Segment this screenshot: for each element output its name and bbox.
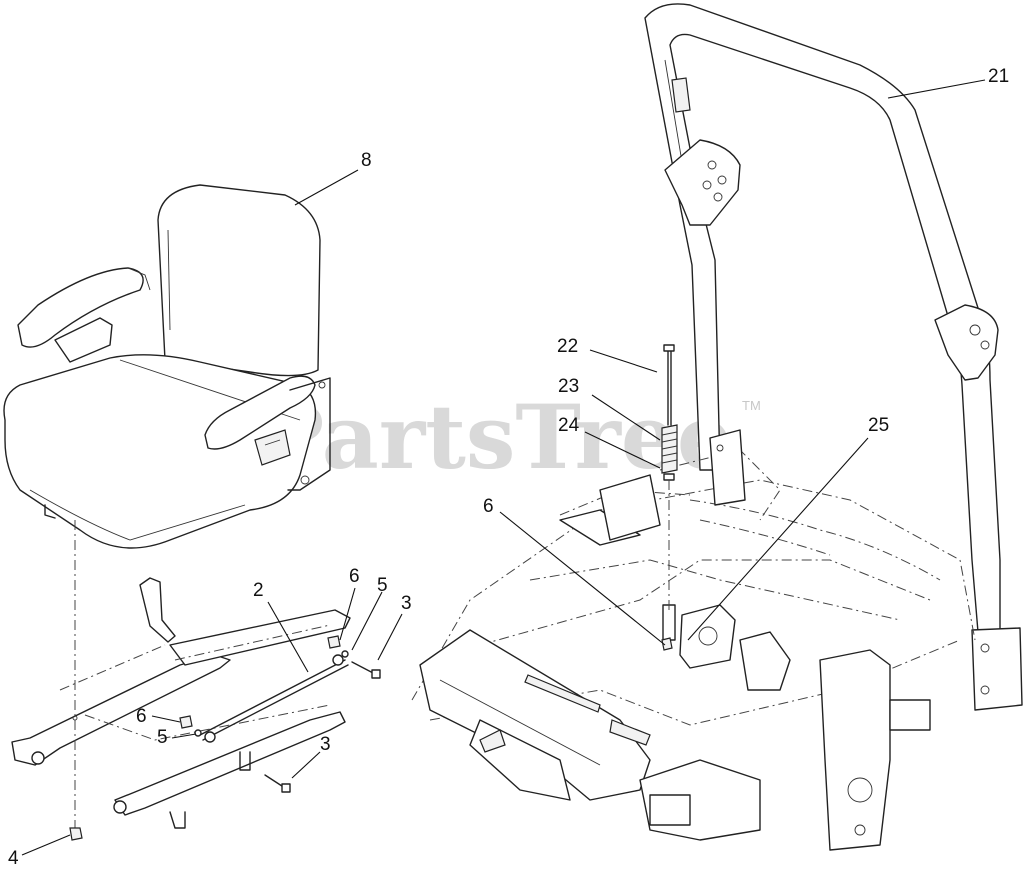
spring-assembly bbox=[661, 344, 678, 610]
leader-lines bbox=[21, 79, 986, 856]
seat-assembly bbox=[3, 184, 331, 549]
callout-5-lower: 5 bbox=[157, 727, 168, 748]
callout-5-upper: 5 bbox=[377, 575, 388, 596]
callout-23: 23 bbox=[558, 376, 579, 397]
callout-22: 22 bbox=[557, 336, 578, 357]
callout-25: 25 bbox=[868, 415, 889, 436]
callout-6-frame: 6 bbox=[483, 496, 494, 517]
callout-6-upper: 6 bbox=[349, 566, 360, 587]
callout-24: 24 bbox=[558, 415, 580, 436]
rollbar-assembly bbox=[644, 3, 1023, 711]
callout-3-upper: 3 bbox=[401, 593, 412, 614]
callout-3-lower: 3 bbox=[320, 734, 331, 755]
callout-4: 4 bbox=[8, 848, 19, 869]
callout-6-lower: 6 bbox=[136, 706, 147, 727]
callout-21: 21 bbox=[988, 66, 1009, 87]
callouts: 8 21 22 23 24 25 6 2 6 5 3 6 5 3 4 bbox=[8, 66, 1009, 869]
callout-8: 8 bbox=[361, 150, 372, 171]
frame-assembly bbox=[411, 429, 976, 851]
watermark-tm: TM bbox=[742, 398, 761, 413]
seat-mount-assembly bbox=[11, 520, 381, 841]
callout-2: 2 bbox=[253, 580, 264, 601]
watermark-text: PartsTree bbox=[258, 385, 733, 489]
